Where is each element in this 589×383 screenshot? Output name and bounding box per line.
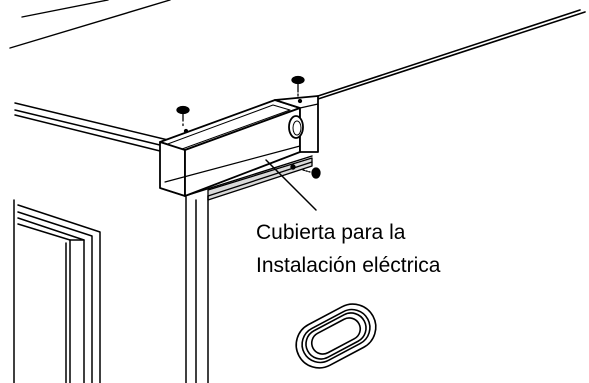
screw-left (176, 105, 190, 134)
screw-front (302, 167, 321, 179)
callout-line-1: Cubierta para la (256, 221, 406, 244)
screw-right (291, 75, 305, 104)
cabinet-top-edge-right (317, 9, 586, 100)
cabinet-top-edge-left (14, 102, 169, 152)
electrical-cover (159, 95, 319, 197)
vertical-post (185, 195, 209, 383)
callout-label: Cubierta para la Instalación eléctrica (256, 221, 441, 277)
oval-vent-handle (295, 303, 377, 369)
callout-line-2: Instalación eléctrica (256, 254, 441, 277)
callout-leader (265, 159, 317, 211)
background-panel-lines (9, 0, 171, 49)
door-frame (13, 199, 101, 383)
